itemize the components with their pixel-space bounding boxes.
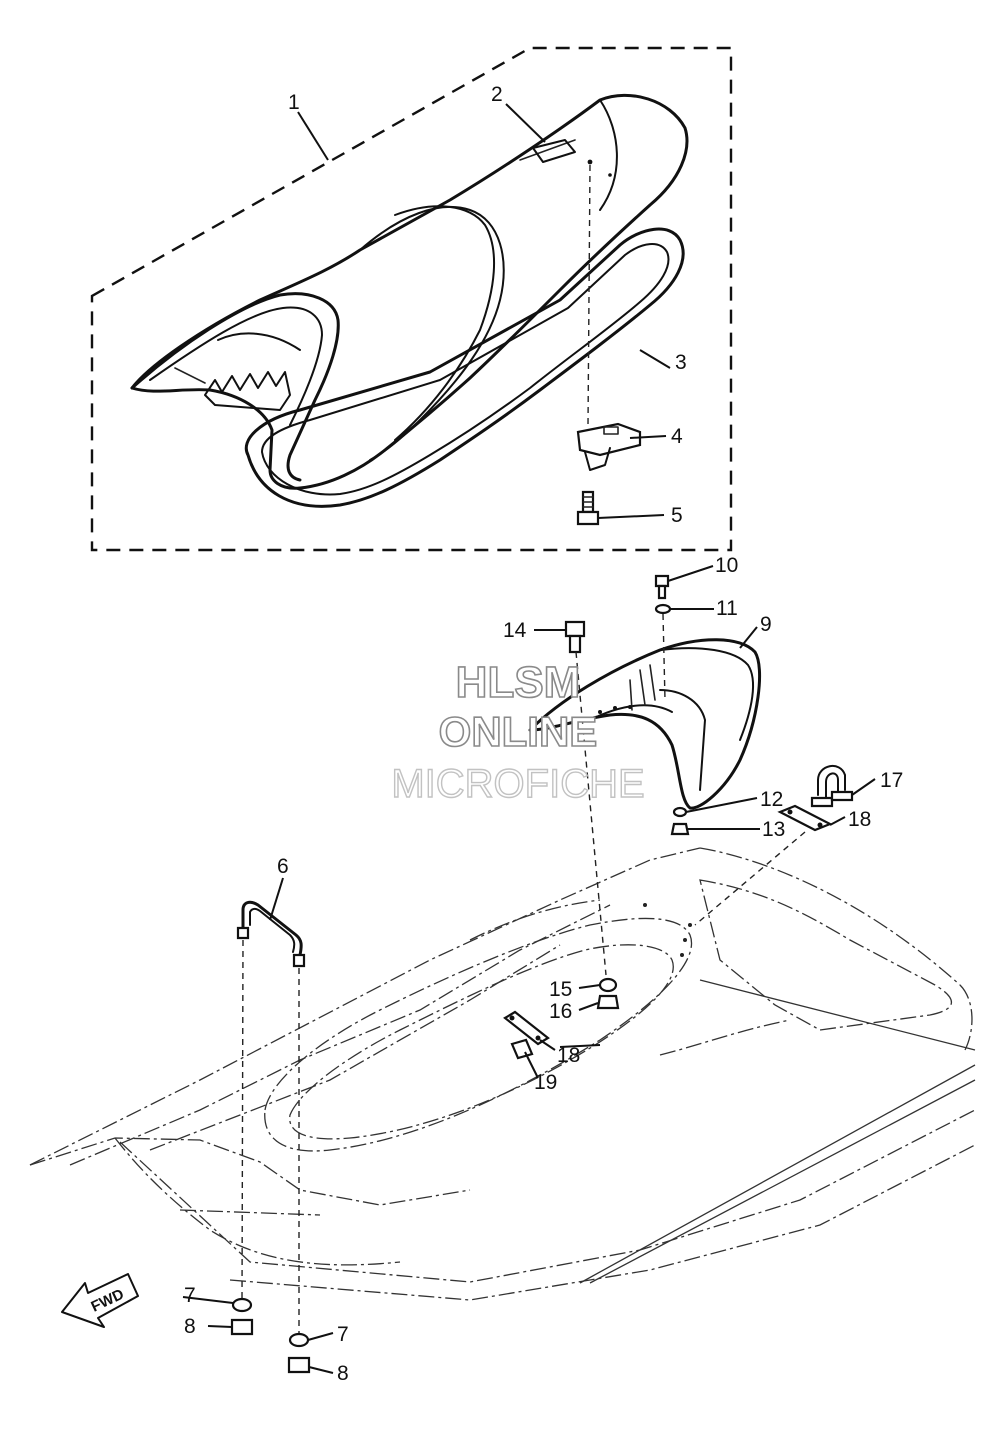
washer-15	[598, 977, 618, 993]
watermark-line-2: ONLINE	[439, 708, 598, 755]
callout-4: 4	[671, 425, 683, 448]
seat-base-plate	[244, 227, 685, 508]
nut-13	[670, 822, 690, 836]
washer-7-right	[288, 1332, 310, 1348]
washer-11	[654, 603, 672, 615]
callout-15: 15	[549, 978, 572, 1001]
seat-grab-handle	[130, 292, 340, 482]
bolt-10	[654, 574, 670, 600]
nut-19	[510, 1038, 534, 1060]
nut-8-left	[230, 1318, 254, 1336]
callout-13: 13	[762, 818, 785, 841]
callout-1: 1	[288, 91, 300, 114]
fwd-arrow: FWD	[61, 1273, 139, 1328]
callout-8-left: 8	[184, 1315, 196, 1338]
callout-3: 3	[675, 351, 687, 374]
callout-14: 14	[503, 619, 527, 642]
washer-7-left	[231, 1297, 253, 1313]
bolt-5	[576, 490, 600, 526]
nut-8-right	[287, 1356, 311, 1374]
callout-18-upper: 18	[848, 808, 871, 831]
plate-18-lower	[503, 1010, 550, 1046]
callout-9: 9	[760, 613, 772, 636]
seat-emblem	[532, 139, 576, 163]
bolt-14	[564, 620, 586, 654]
callout-16: 16	[549, 1000, 572, 1023]
seat-cushion	[130, 93, 689, 490]
u-bolt-17	[810, 765, 854, 808]
nut-16	[596, 994, 620, 1010]
callout-7-right: 7	[337, 1323, 349, 1346]
callout-labels: 1 2 3 4 5 6 7 7 8 8 9 10 11 12 13 14 15 …	[184, 83, 903, 1385]
washer-12	[672, 806, 688, 818]
callout-10: 10	[715, 554, 738, 577]
seat-bracket	[576, 422, 642, 471]
callout-5: 5	[671, 504, 683, 527]
leader-lines	[182, 103, 876, 1374]
seat-assembly	[130, 93, 689, 508]
watermark-line-1: HLSM	[456, 658, 581, 707]
callout-8-right: 8	[337, 1362, 349, 1385]
callout-11: 11	[716, 597, 738, 620]
grab-handle-6	[236, 900, 306, 968]
seat-latch-teeth	[204, 371, 291, 411]
callout-12: 12	[760, 788, 783, 811]
watermark: HLSM ONLINE MICROFICHE	[391, 657, 646, 807]
plate-18-upper	[777, 804, 833, 832]
assembly-boundary	[90, 46, 733, 552]
rear-seat-cover	[528, 638, 762, 810]
hull-deck	[29, 847, 976, 1301]
callout-7-left: 7	[184, 1284, 196, 1307]
callout-6: 6	[277, 855, 289, 878]
callout-17: 17	[880, 769, 903, 792]
callout-2: 2	[491, 83, 503, 106]
callout-19: 19	[534, 1071, 557, 1094]
watermark-line-3: MICROFICHE	[391, 762, 644, 806]
callout-18-lower: 18	[557, 1044, 580, 1067]
